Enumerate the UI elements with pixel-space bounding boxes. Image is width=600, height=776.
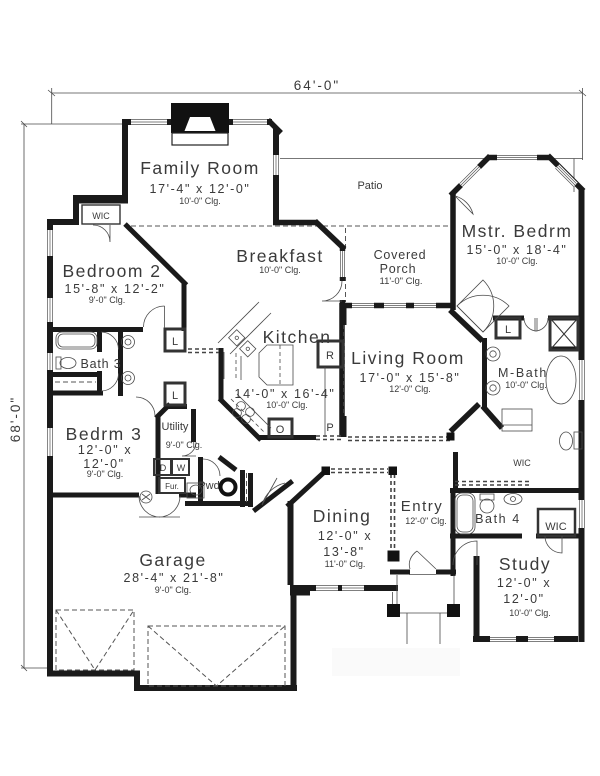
- svg-text:12'-0": 12'-0": [83, 457, 124, 471]
- svg-text:15'-8" x 12'-2": 15'-8" x 12'-2": [65, 282, 166, 296]
- svg-text:Bath 4: Bath 4: [475, 512, 521, 526]
- svg-text:68'-0": 68'-0": [8, 396, 23, 442]
- svg-text:Kitchen: Kitchen: [263, 327, 332, 347]
- svg-text:9'-0" Clg.: 9'-0" Clg.: [166, 440, 202, 450]
- svg-text:Pwd: Pwd: [198, 480, 219, 492]
- svg-text:L: L: [505, 324, 511, 336]
- svg-text:Living Room: Living Room: [351, 348, 465, 368]
- svg-text:13'-8": 13'-8": [323, 545, 364, 559]
- svg-text:O: O: [276, 424, 285, 436]
- svg-text:11'-0" Clg.: 11'-0" Clg.: [379, 276, 422, 287]
- svg-text:L: L: [172, 390, 178, 402]
- svg-text:Fur.: Fur.: [165, 482, 179, 491]
- svg-text:10'-0" Clg.: 10'-0" Clg.: [505, 380, 546, 390]
- svg-text:Garage: Garage: [139, 550, 206, 570]
- svg-text:Porch: Porch: [380, 262, 417, 276]
- svg-text:10'-0" Clg.: 10'-0" Clg.: [509, 608, 550, 618]
- svg-text:R: R: [326, 350, 334, 362]
- svg-text:12'-0" x: 12'-0" x: [78, 443, 132, 457]
- svg-text:M-Bath: M-Bath: [498, 366, 548, 380]
- svg-text:9'-0" Clg.: 9'-0" Clg.: [155, 585, 191, 595]
- svg-text:14'-0" x 16'-4": 14'-0" x 16'-4": [235, 387, 336, 401]
- svg-text:WIC: WIC: [92, 211, 110, 221]
- svg-text:Patio: Patio: [357, 180, 382, 192]
- svg-text:W: W: [177, 463, 186, 473]
- svg-text:Dining: Dining: [313, 506, 372, 526]
- svg-text:Bedrm 3: Bedrm 3: [66, 424, 143, 444]
- svg-text:9'-0" Clg.: 9'-0" Clg.: [89, 295, 125, 305]
- svg-text:Family Room: Family Room: [140, 158, 260, 178]
- svg-text:Covered: Covered: [374, 248, 427, 262]
- svg-text:Mstr. Bedrm: Mstr. Bedrm: [462, 221, 573, 241]
- svg-text:P: P: [326, 422, 333, 434]
- svg-text:Entry: Entry: [401, 498, 444, 515]
- svg-text:Utility: Utility: [162, 421, 189, 433]
- svg-text:11'-0" Clg.: 11'-0" Clg.: [325, 559, 366, 569]
- svg-text:L: L: [172, 336, 178, 348]
- svg-text:Bath 3: Bath 3: [81, 357, 122, 371]
- svg-text:17'-4" x 12'-0": 17'-4" x 12'-0": [150, 182, 251, 196]
- svg-text:12'-0" Clg.: 12'-0" Clg.: [405, 516, 446, 526]
- svg-text:Breakfast: Breakfast: [236, 246, 323, 266]
- svg-text:WIC: WIC: [513, 458, 531, 468]
- svg-text:15'-0" x 18'-4": 15'-0" x 18'-4": [467, 243, 568, 257]
- svg-text:12'-0" x: 12'-0" x: [497, 576, 551, 590]
- svg-text:10'-0" Clg.: 10'-0" Clg.: [266, 400, 307, 410]
- svg-text:28'-4" x 21'-8": 28'-4" x 21'-8": [124, 571, 225, 585]
- svg-text:WIC: WIC: [545, 521, 566, 533]
- svg-text:10'-0" Clg.: 10'-0" Clg.: [259, 265, 300, 275]
- svg-text:D: D: [160, 463, 167, 473]
- svg-text:12'-0" Clg.: 12'-0" Clg.: [389, 384, 430, 394]
- svg-text:10'-0" Clg.: 10'-0" Clg.: [496, 256, 537, 266]
- svg-text:17'-0" x 15'-8": 17'-0" x 15'-8": [360, 371, 461, 385]
- svg-text:Study: Study: [499, 554, 551, 574]
- svg-text:Bedroom 2: Bedroom 2: [62, 261, 161, 281]
- svg-text:12'-0" x: 12'-0" x: [318, 529, 372, 543]
- svg-text:9'-0" Clg.: 9'-0" Clg.: [87, 469, 123, 479]
- svg-text:64'-0": 64'-0": [294, 78, 340, 93]
- svg-text:12'-0": 12'-0": [503, 592, 544, 606]
- svg-text:10'-0" Clg.: 10'-0" Clg.: [179, 196, 220, 206]
